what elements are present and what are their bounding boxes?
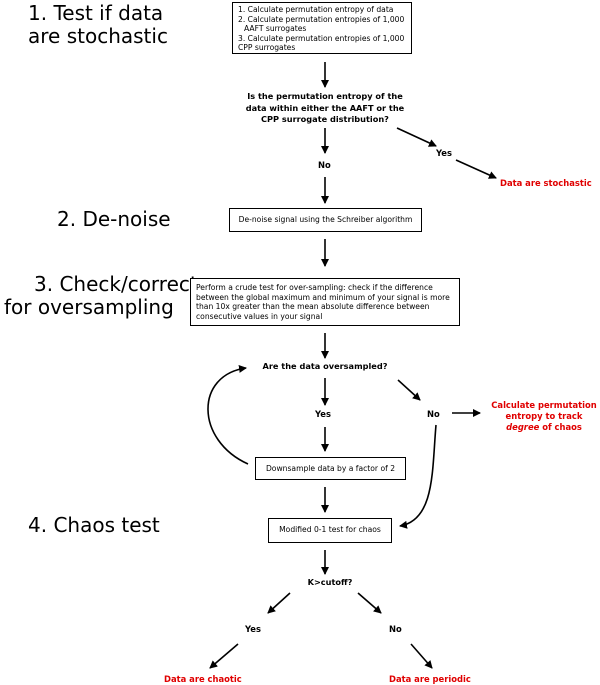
- oversampling-line-3: than 10x greater than the mean absolute …: [196, 302, 430, 312]
- stage-3-line-2: for oversampling: [4, 295, 174, 319]
- oversampled-question: Are the data oversampled?: [262, 361, 388, 371]
- arrow-no-to-chaos: [399, 424, 437, 529]
- permutation-outcome-line-2: entropy to track: [505, 411, 583, 421]
- stochastic-question-line-3: CPP surrogate distribution?: [261, 114, 389, 124]
- permutation-outcome-rest: of chaos: [539, 422, 582, 432]
- stage-2-heading: 2. De-noise: [57, 208, 171, 231]
- arrow-cutoff-to-no: [357, 592, 382, 614]
- denoise-text: De-noise signal using the Schreiber algo…: [238, 215, 413, 224]
- chaos-test-text: Modified 0-1 test for chaos: [279, 525, 381, 534]
- oversampling-line-2: between the global maximum and minimum o…: [196, 292, 450, 302]
- stochastic-step-3: 3. Calculate permutation entropies of 1,…: [238, 33, 405, 43]
- arrow-question-to-no-2: [397, 379, 421, 401]
- permutation-outcome: Calculate permutation entropy to track d…: [486, 400, 600, 433]
- oversampled-yes-label: Yes: [315, 409, 331, 419]
- stochastic-step-3-cont: CPP surrogates: [238, 43, 296, 53]
- stage-4-heading: 4. Chaos test: [28, 514, 160, 537]
- arrow-yes-to-chaotic: [209, 643, 239, 669]
- oversampling-test-box: Perform a crude test for over-sampling: …: [190, 278, 460, 326]
- stage-1-line-1: 1. Test if data: [28, 1, 164, 25]
- stage-4-line-1: 4. Chaos test: [28, 513, 160, 537]
- stage-1-heading: 1. Test if data are stochastic: [28, 2, 168, 48]
- downsample-text: Downsample data by a factor of 2: [265, 464, 396, 473]
- stage-2-line-1: 2. De-noise: [57, 207, 171, 231]
- stochastic-outcome: Data are stochastic: [500, 178, 592, 188]
- stochastic-yes-label: Yes: [436, 148, 452, 158]
- stochastic-step-2-cont: AAFT surrogates: [244, 24, 307, 34]
- permutation-outcome-line-3: degree of chaos: [486, 422, 600, 433]
- oversampling-line-1: Perform a crude test for over-sampling: …: [196, 283, 433, 292]
- stage-3-heading: 3. Check/correct for oversampling: [4, 273, 198, 319]
- cutoff-no-label: No: [389, 624, 402, 634]
- stochastic-question-line-1: Is the permutation entropy of the: [247, 91, 403, 101]
- permutation-outcome-line-1: Calculate permutation: [491, 400, 597, 410]
- stochastic-no-label: No: [318, 160, 331, 170]
- arrow-question-to-yes: [396, 127, 437, 147]
- cutoff-question: K>cutoff?: [307, 577, 353, 587]
- arrow-cutoff-to-yes: [267, 592, 291, 614]
- cutoff-yes-label: Yes: [245, 624, 261, 634]
- stochastic-question-line-2: data within either the AAFT or the: [245, 102, 405, 113]
- stochastic-step-1: 1. Calculate permutation entropy of data: [238, 5, 394, 14]
- stage-1-line-2: are stochastic: [28, 24, 168, 48]
- downsample-box: Downsample data by a factor of 2: [255, 457, 406, 480]
- permutation-outcome-degree: degree: [506, 422, 540, 432]
- arrow-yes-to-stochastic: [455, 159, 497, 179]
- stage-3-line-1: 3. Check/correct: [34, 272, 198, 296]
- stochastic-test-box: 1. Calculate permutation entropy of data…: [232, 2, 412, 54]
- chaos-test-box: Modified 0-1 test for chaos: [268, 518, 392, 543]
- stochastic-step-2: 2. Calculate permutation entropies of 1,…: [238, 14, 405, 24]
- oversampling-line-4: consecutive values in your signal: [196, 311, 323, 321]
- arrow-no-to-periodic: [410, 643, 433, 669]
- periodic-outcome: Data are periodic: [389, 674, 471, 684]
- arrow-downsample-loop: [207, 364, 249, 465]
- denoise-box: De-noise signal using the Schreiber algo…: [229, 208, 422, 232]
- stochastic-question: Is the permutation entropy of the data w…: [232, 91, 418, 126]
- chaotic-outcome: Data are chaotic: [164, 674, 242, 684]
- oversampled-no-label: No: [427, 409, 440, 419]
